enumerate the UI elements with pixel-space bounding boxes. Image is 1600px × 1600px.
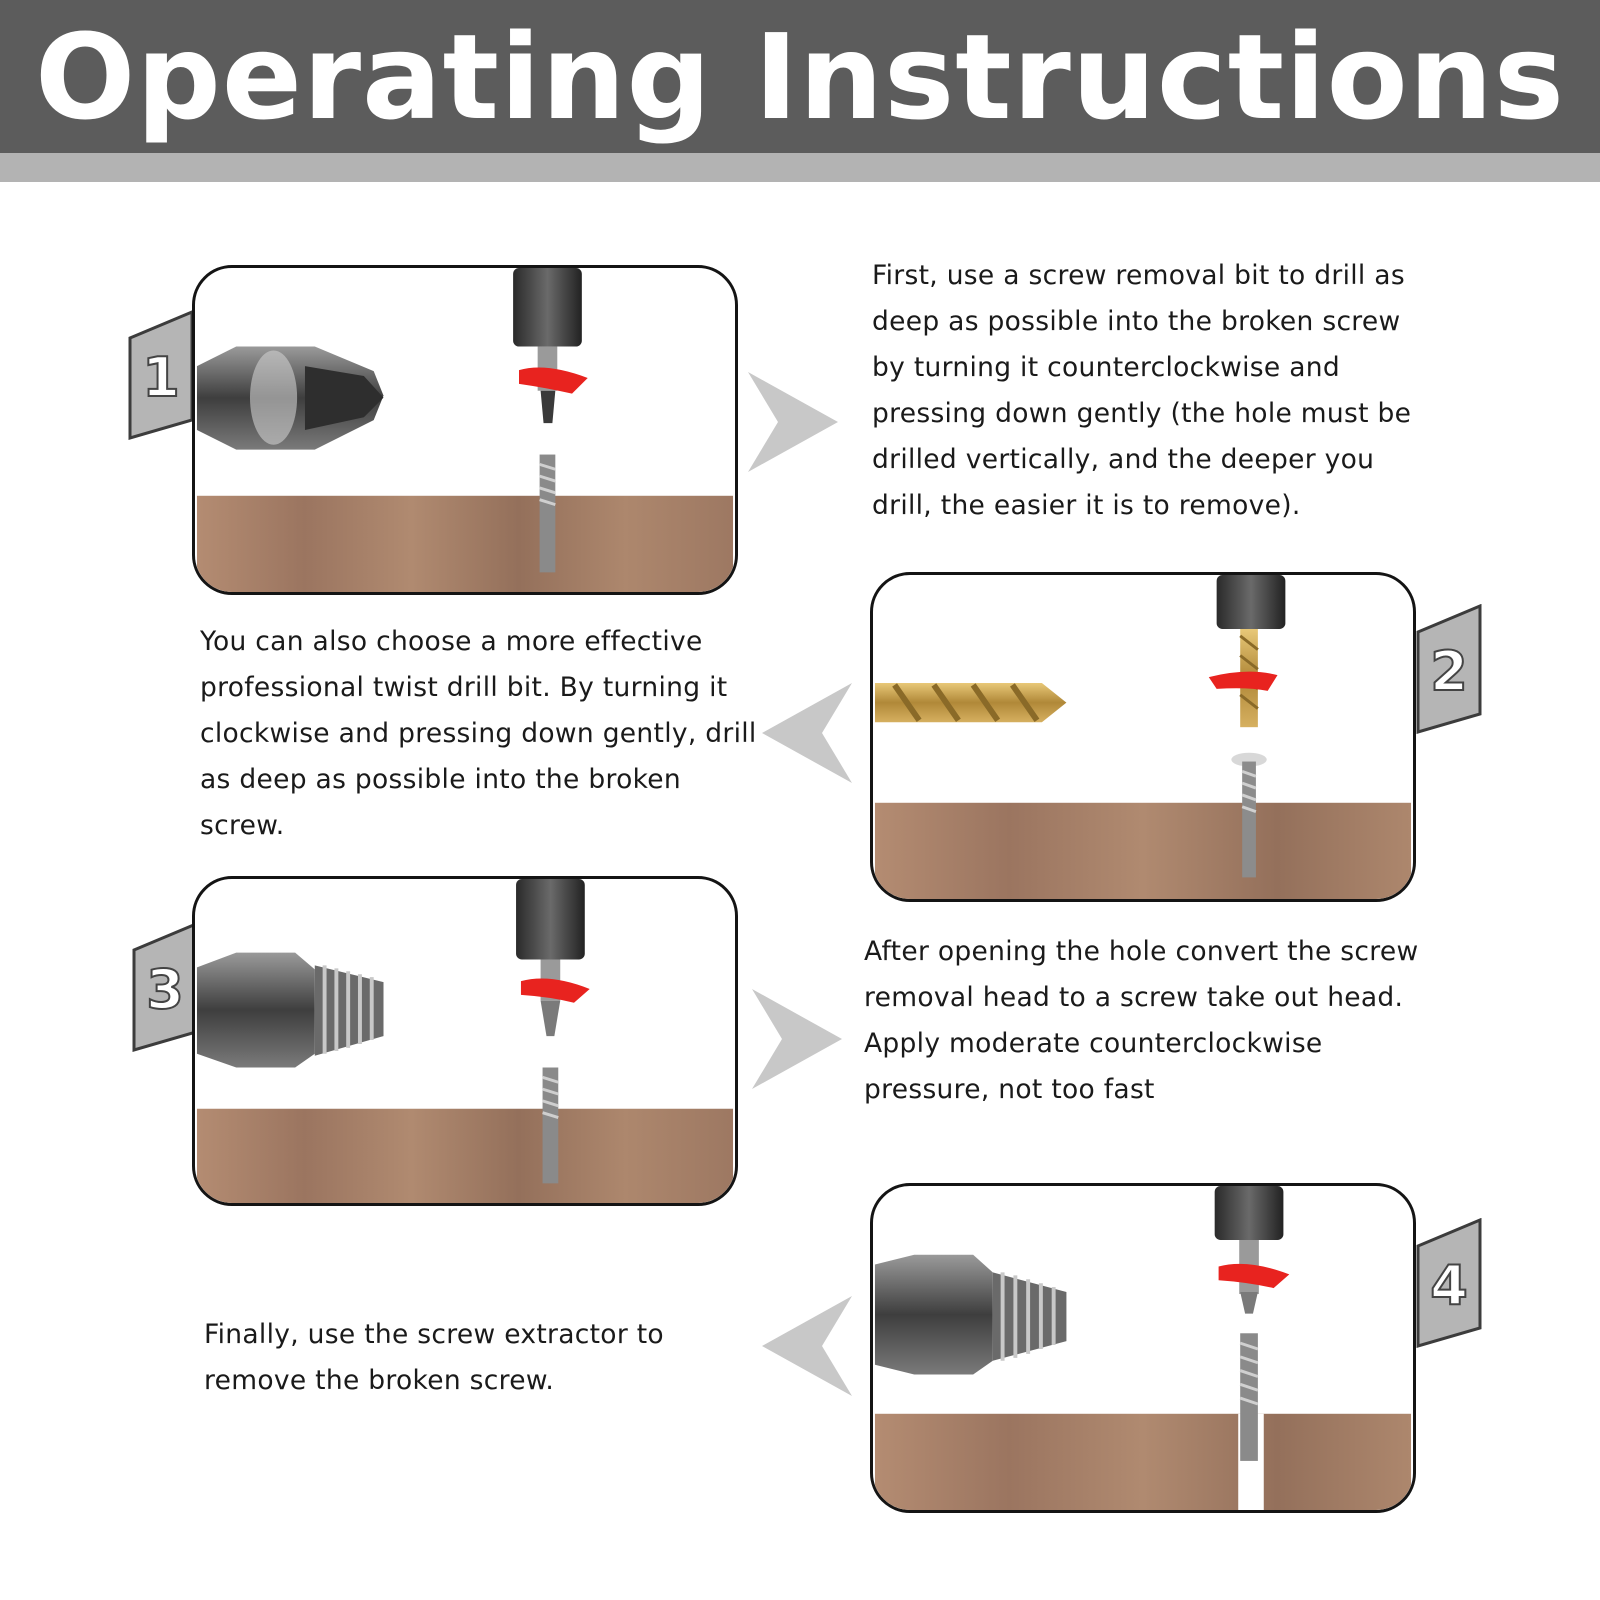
step-1-illustration (192, 265, 738, 595)
step-4-illustration (870, 1183, 1416, 1513)
step-3-number-tab: 3 (132, 921, 198, 1052)
step-2-text: You can also choose a more effective pro… (200, 626, 757, 841)
step-4-scene (874, 1186, 1412, 1510)
step-1-number-tab: 1 (128, 309, 194, 440)
step-1-scene (196, 268, 734, 592)
step-3-illustration (192, 876, 738, 1206)
header-bar: Operating Instructions (0, 0, 1600, 153)
right-chevron-icon (752, 989, 842, 1089)
step-4-number: 4 (1429, 1253, 1469, 1318)
step-3-number: 3 (145, 957, 185, 1022)
step-3-text: After opening the hole convert the screw… (864, 936, 1419, 1105)
left-chevron-icon (762, 683, 852, 783)
step-4-text: Finally, use the screw extractor to remo… (204, 1319, 664, 1396)
step-4-number-tab: 4 (1416, 1217, 1482, 1348)
step-3-scene (196, 879, 734, 1203)
header-underline-band (0, 153, 1600, 182)
step-2-number-tab: 2 (1416, 603, 1482, 734)
step-1-number: 1 (141, 345, 181, 410)
step-1-text: First, use a screw removal bit to drill … (872, 260, 1412, 521)
step-2-scene (874, 575, 1412, 899)
step-2-number: 2 (1429, 639, 1469, 704)
step-2-illustration (870, 572, 1416, 902)
left-chevron-icon (762, 1296, 852, 1396)
right-chevron-icon (748, 372, 838, 472)
page-title: Operating Instructions (35, 7, 1565, 146)
